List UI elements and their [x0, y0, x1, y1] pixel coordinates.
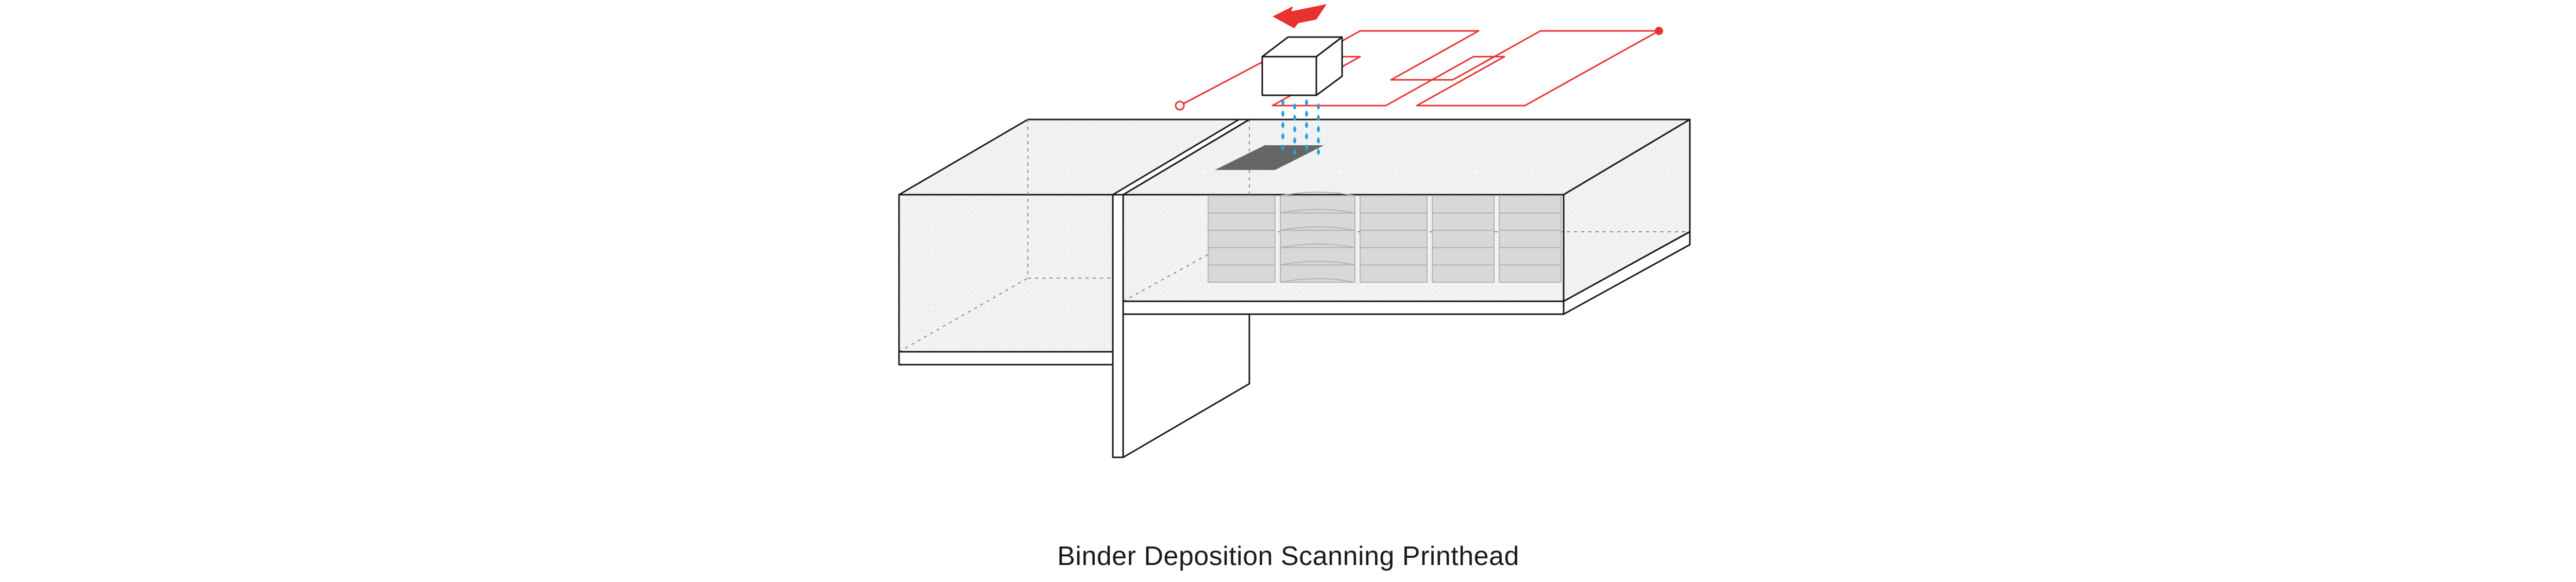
binder-droplet-icon: [1281, 110, 1284, 117]
printed-layer-area: [1215, 145, 1324, 170]
printed-part-block: [1360, 195, 1428, 214]
printed-part-block: [1432, 212, 1495, 231]
printed-part-block: [1360, 247, 1428, 266]
feed-box-front: [898, 194, 1114, 353]
feed-piston-plate: [898, 351, 1114, 366]
scan-path-line: [1179, 30, 1660, 107]
printed-part-block: [1432, 247, 1495, 266]
printhead: [1261, 36, 1343, 96]
printed-part-curve: [1280, 192, 1355, 196]
binder-droplet-icon: [1281, 122, 1284, 128]
feed-powder-box: [898, 118, 1243, 366]
printed-part-block: [1208, 230, 1276, 248]
printed-part-block: [1360, 264, 1428, 283]
printed-part-block: [1499, 195, 1562, 214]
binder-droplet-icon: [1305, 110, 1308, 117]
binder-droplet-icon: [1293, 114, 1296, 121]
printed-part-curve: [1280, 226, 1355, 231]
binder-droplet-icon: [1305, 133, 1308, 140]
printed-part-block: [1280, 195, 1355, 214]
diagram-caption: Binder Deposition Scanning Printhead: [1057, 541, 1519, 571]
divider-wall-face: [1112, 194, 1124, 458]
printed-part-block: [1432, 230, 1495, 248]
printed-part-block: [1432, 264, 1495, 283]
printed-part-curve: [1280, 209, 1355, 214]
printed-part-block: [1360, 212, 1428, 231]
printed-part-curve: [1280, 261, 1355, 266]
scan-path-start: [1175, 100, 1185, 111]
support-plate: [1122, 313, 1250, 458]
printed-part-block: [1360, 230, 1428, 248]
red-arrow-icon: [1273, 4, 1327, 28]
printed-part-block: [1499, 247, 1562, 266]
binder-droplet-icon: [1281, 144, 1284, 151]
printed-part-block: [1280, 212, 1355, 231]
printed-part-block: [1499, 264, 1562, 283]
binder-droplet-icon: [1317, 114, 1320, 121]
printed-part-block: [1208, 247, 1276, 266]
printed-part-block: [1280, 230, 1355, 248]
binder-droplet-icon: [1317, 126, 1320, 132]
printhead-side: [1315, 36, 1343, 96]
binder-droplet-icon: [1281, 99, 1284, 106]
binder-droplet-icon: [1317, 103, 1320, 110]
scan-path: [1175, 27, 1663, 111]
build-piston-plate-side: [1563, 231, 1691, 315]
build-powder-box: [1122, 118, 1691, 315]
binder-droplet-icon: [1293, 137, 1296, 144]
divider-wall-top: [1112, 118, 1250, 196]
build-box-hidden-edge: [1123, 231, 1250, 302]
printed-part-block: [1208, 195, 1276, 214]
feed-box-hidden-edge: [899, 278, 1028, 352]
divider-wall: [1112, 118, 1250, 458]
printed-part-block: [1208, 264, 1276, 283]
binder-droplet-icon: [1305, 144, 1308, 151]
binder-droplet-icon: [1281, 133, 1284, 140]
binder-droplet-icon: [1305, 99, 1308, 106]
printed-part-block: [1280, 247, 1355, 266]
printed-parts: [1208, 192, 1562, 283]
printhead-front: [1261, 56, 1317, 96]
scan-path-end: [1655, 27, 1663, 35]
printed-part-block: [1432, 195, 1495, 214]
binder-droplets: [1281, 99, 1320, 155]
binder-droplet-icon: [1293, 148, 1296, 155]
binder-droplet-icon: [1317, 137, 1320, 144]
binder-droplet-icon: [1293, 103, 1296, 110]
binder-droplet-icon: [1317, 148, 1320, 155]
binder-droplet-icon: [1293, 126, 1296, 132]
printed-part-curve: [1280, 278, 1355, 283]
printed-part-block: [1280, 264, 1355, 283]
printed-part-curve: [1280, 243, 1355, 248]
printed-part-block: [1208, 212, 1276, 231]
binder-droplet-icon: [1305, 122, 1308, 128]
printed-part-block: [1499, 230, 1562, 248]
build-piston-plate-front: [1122, 300, 1565, 315]
printed-part-block: [1499, 212, 1562, 231]
